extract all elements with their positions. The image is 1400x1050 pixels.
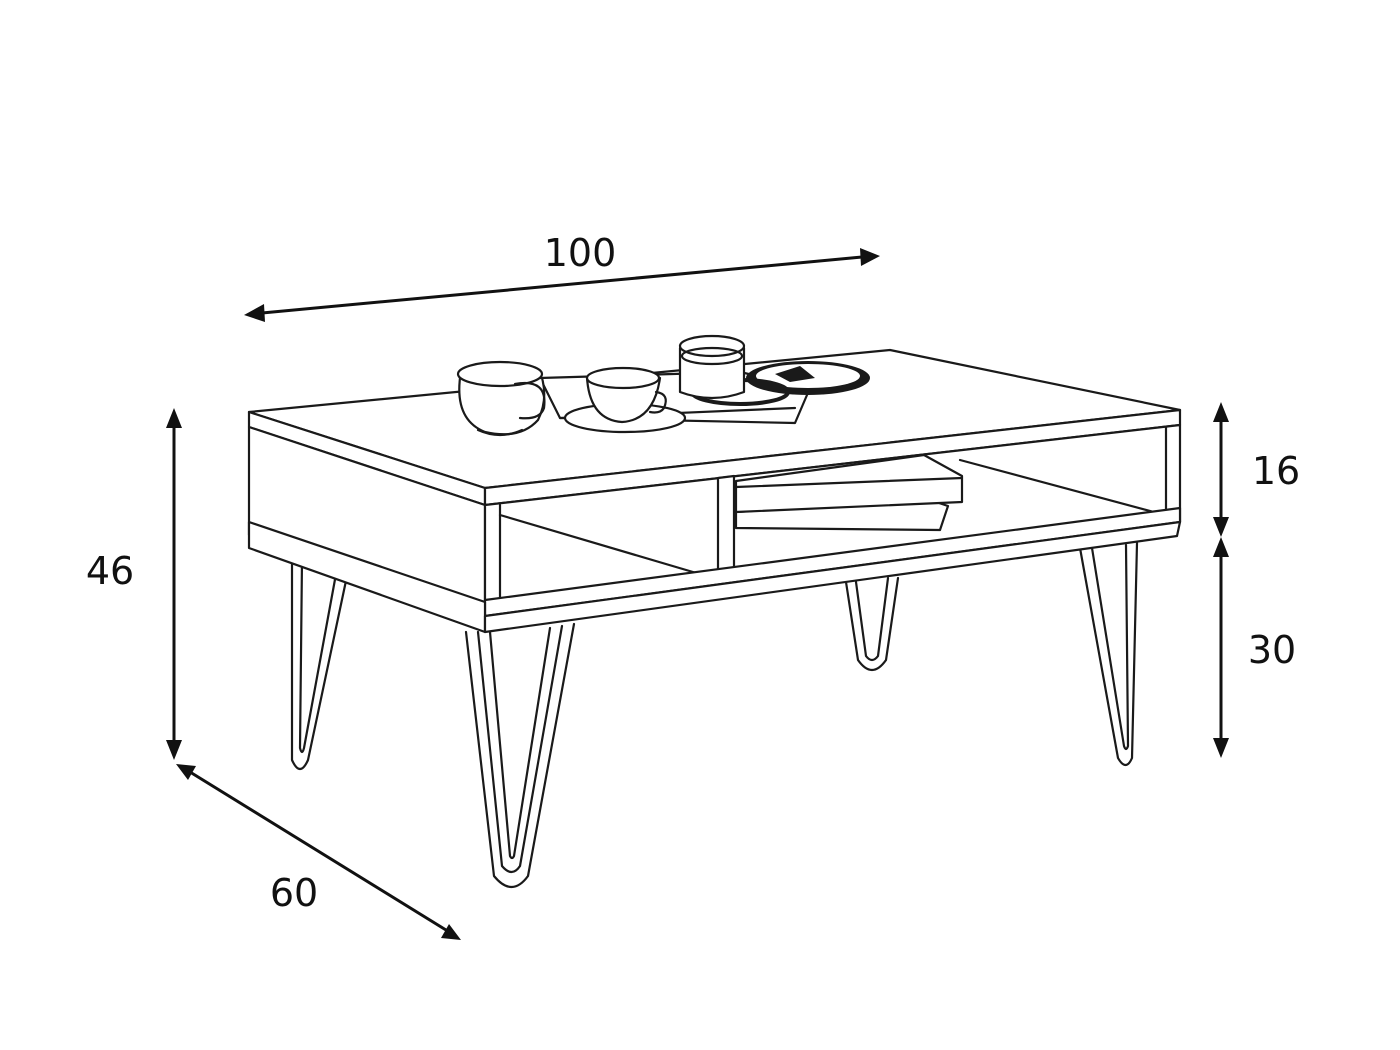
drawer-height-dimension: 16 (1213, 402, 1300, 537)
depth-label: 60 (270, 871, 318, 915)
sugar-bowl (456, 360, 546, 437)
bowl-rim (456, 360, 544, 388)
books-on-shelf (734, 453, 964, 532)
leg-height-arrow-head-bottom (1213, 738, 1229, 758)
leg-front-right (1078, 541, 1139, 767)
leg-height-label: 30 (1248, 628, 1296, 672)
drawer-height-arrow-head-bottom (1213, 517, 1229, 537)
bottom-board-front (483, 520, 1182, 634)
drawer-height-arrow-head-top (1213, 402, 1229, 422)
total-height-arrow-head-bottom (166, 740, 182, 760)
cup-handle (648, 390, 667, 414)
leg-back-right (844, 576, 900, 672)
width-dimension: 100 (244, 231, 880, 322)
total-height-dimension: 46 (86, 408, 182, 760)
candle-body (678, 346, 746, 400)
leg-back-left (290, 553, 349, 771)
total-height-arrow-head-top (166, 408, 182, 428)
width-label: 100 (544, 231, 617, 275)
cup-rim (585, 366, 661, 390)
bowl-base (476, 428, 524, 437)
bowl-handle (513, 381, 546, 420)
leg-front-left (464, 622, 576, 889)
depth-arrow-head-bottom (441, 924, 461, 940)
plate-pattern (775, 366, 815, 382)
cup-body (585, 376, 662, 424)
shelf-inner-left-line (498, 513, 722, 582)
depth-dimension: 60 (176, 764, 461, 940)
candle-jar (678, 334, 746, 400)
plate-on-table (690, 361, 870, 406)
depth-arrow-line (189, 770, 447, 932)
drawer-height-label: 16 (1252, 449, 1300, 493)
candle-band (680, 346, 744, 366)
leg-height-arrow-head-top (1213, 537, 1229, 557)
candle-lid (678, 334, 746, 358)
depth-arrow-head-top (176, 764, 196, 780)
shelf-inner-right-line (958, 458, 1167, 517)
book-upper-edge (734, 476, 964, 489)
leg-height-dimension: 30 (1213, 537, 1296, 758)
total-height-label: 46 (86, 549, 134, 593)
width-arrow-line (261, 255, 863, 315)
width-arrow-head-right (860, 248, 880, 266)
saucer-and-cup (563, 366, 687, 434)
width-arrow-head-left (244, 304, 265, 322)
